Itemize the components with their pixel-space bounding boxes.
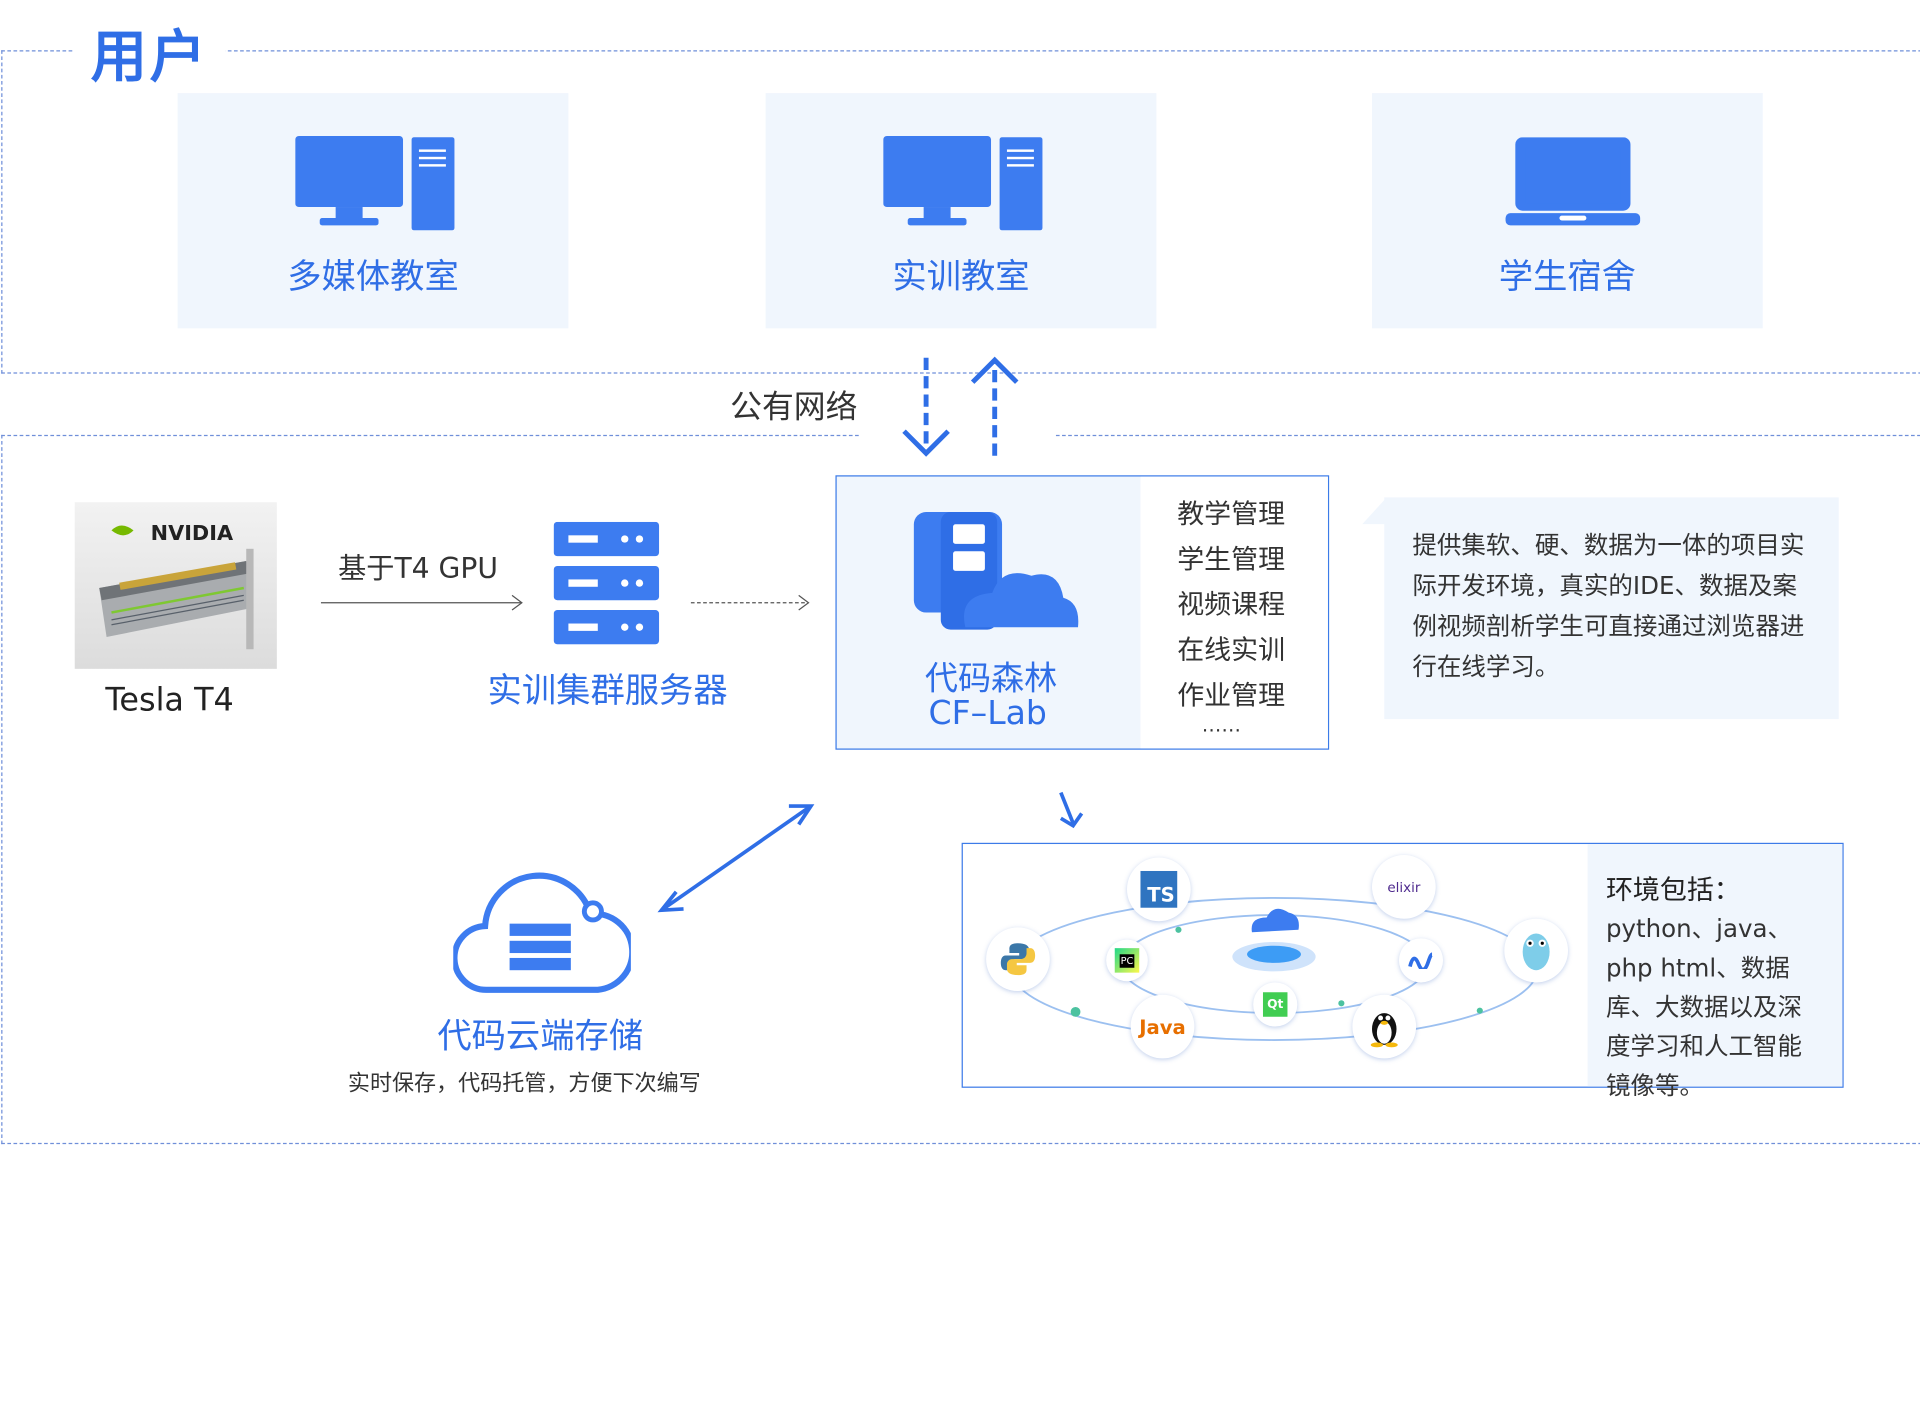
platform-subname: CF–Lab [928, 694, 1047, 733]
storage-sync-arrow [657, 804, 815, 913]
linux-tux-icon [1352, 994, 1417, 1059]
pycharm-logo-text: PC [1119, 953, 1135, 968]
users-title: 用户 [73, 12, 226, 94]
network-label: 公有网络 [730, 389, 858, 427]
user-card-multimedia-classroom: 多媒体教室 [177, 93, 569, 329]
nvidia-gpu-image: NVIDIA [74, 502, 277, 669]
system-section-top-border-left [1, 434, 859, 437]
environment-text: python、java、php html、数据库、大数据以及深度学习和人工智能镜… [1605, 913, 1802, 1101]
platform-menu-panel [1140, 476, 1328, 749]
golang-gopher-icon [1504, 918, 1568, 983]
description-box [1384, 497, 1839, 720]
gpu-caption: Tesla T4 [105, 682, 234, 720]
system-section [1, 434, 1920, 1145]
gpu-to-server-arrow [320, 594, 523, 611]
menu-more: …… [1201, 712, 1241, 737]
network-arrows [902, 356, 1019, 457]
desktop-computer-icon [883, 135, 1043, 231]
qt-logo: Qt [1262, 992, 1288, 1017]
cf-lab-logo-icon [913, 512, 1079, 630]
environment-side [1587, 844, 1843, 1087]
user-card-label: 实训教室 [892, 256, 1030, 297]
menu-item[interactable]: 视频课程 [1177, 590, 1286, 622]
elixir-logo-text: elixir [1387, 878, 1421, 895]
user-card-label: 学生宿舍 [1498, 256, 1636, 297]
server-label: 实训集群服务器 [487, 670, 728, 711]
menu-item[interactable]: 在线实训 [1177, 635, 1286, 667]
desktop-computer-icon [295, 135, 455, 231]
menu-item[interactable]: 学生管理 [1177, 545, 1286, 576]
nuxt-icon [1398, 938, 1444, 983]
storage-title: 代码云端存储 [437, 1015, 644, 1056]
platform-to-env-arrow [1059, 791, 1084, 829]
users-section [1, 50, 1920, 374]
environment-title: 环境包括： [1605, 875, 1741, 907]
platform-menu: 教学管理 学生管理 视频课程 在线实训 作业管理 …… [1177, 492, 1286, 737]
user-card-student-dorm: 学生宿舍 [1372, 93, 1763, 329]
cloud-storage-icon [453, 872, 631, 993]
laptop-icon [1505, 137, 1641, 226]
description-text: 提供集软、硬、数据为一体的项目实际开发环境，真实的IDE、数据及案例视频剖析学生… [1412, 530, 1805, 682]
storage-subtitle: 实时保存，代码托管，方便下次编写 [347, 1070, 701, 1097]
pycharm-icon: PC [1106, 939, 1148, 982]
description-pointer [1362, 497, 1387, 525]
menu-item[interactable]: 作业管理 [1177, 681, 1286, 712]
typescript-logo: TS [1140, 870, 1178, 908]
java-logo-text: Java [1139, 1014, 1186, 1039]
qt-icon: Qt [1253, 982, 1298, 1027]
menu-item[interactable]: 教学管理 [1177, 499, 1286, 531]
server-icon [553, 521, 660, 645]
environment-orbit [1009, 897, 1539, 1041]
python-icon [986, 927, 1050, 992]
nvidia-logo-text: NVIDIA [151, 521, 233, 545]
gpu-card-icon: NVIDIA [99, 521, 254, 650]
elixir-icon: elixir [1372, 855, 1436, 919]
typescript-icon: TS [1127, 857, 1191, 922]
platform-name: 代码森林 [924, 660, 1058, 699]
java-icon: Java [1130, 994, 1195, 1059]
gpu-link-label: 基于T4 GPU [338, 553, 499, 586]
user-card-training-classroom: 实训教室 [765, 93, 1157, 329]
server-to-platform-arrow [690, 594, 810, 611]
user-card-label: 多媒体教室 [287, 256, 459, 297]
system-section-top-border-right [1055, 434, 1920, 437]
